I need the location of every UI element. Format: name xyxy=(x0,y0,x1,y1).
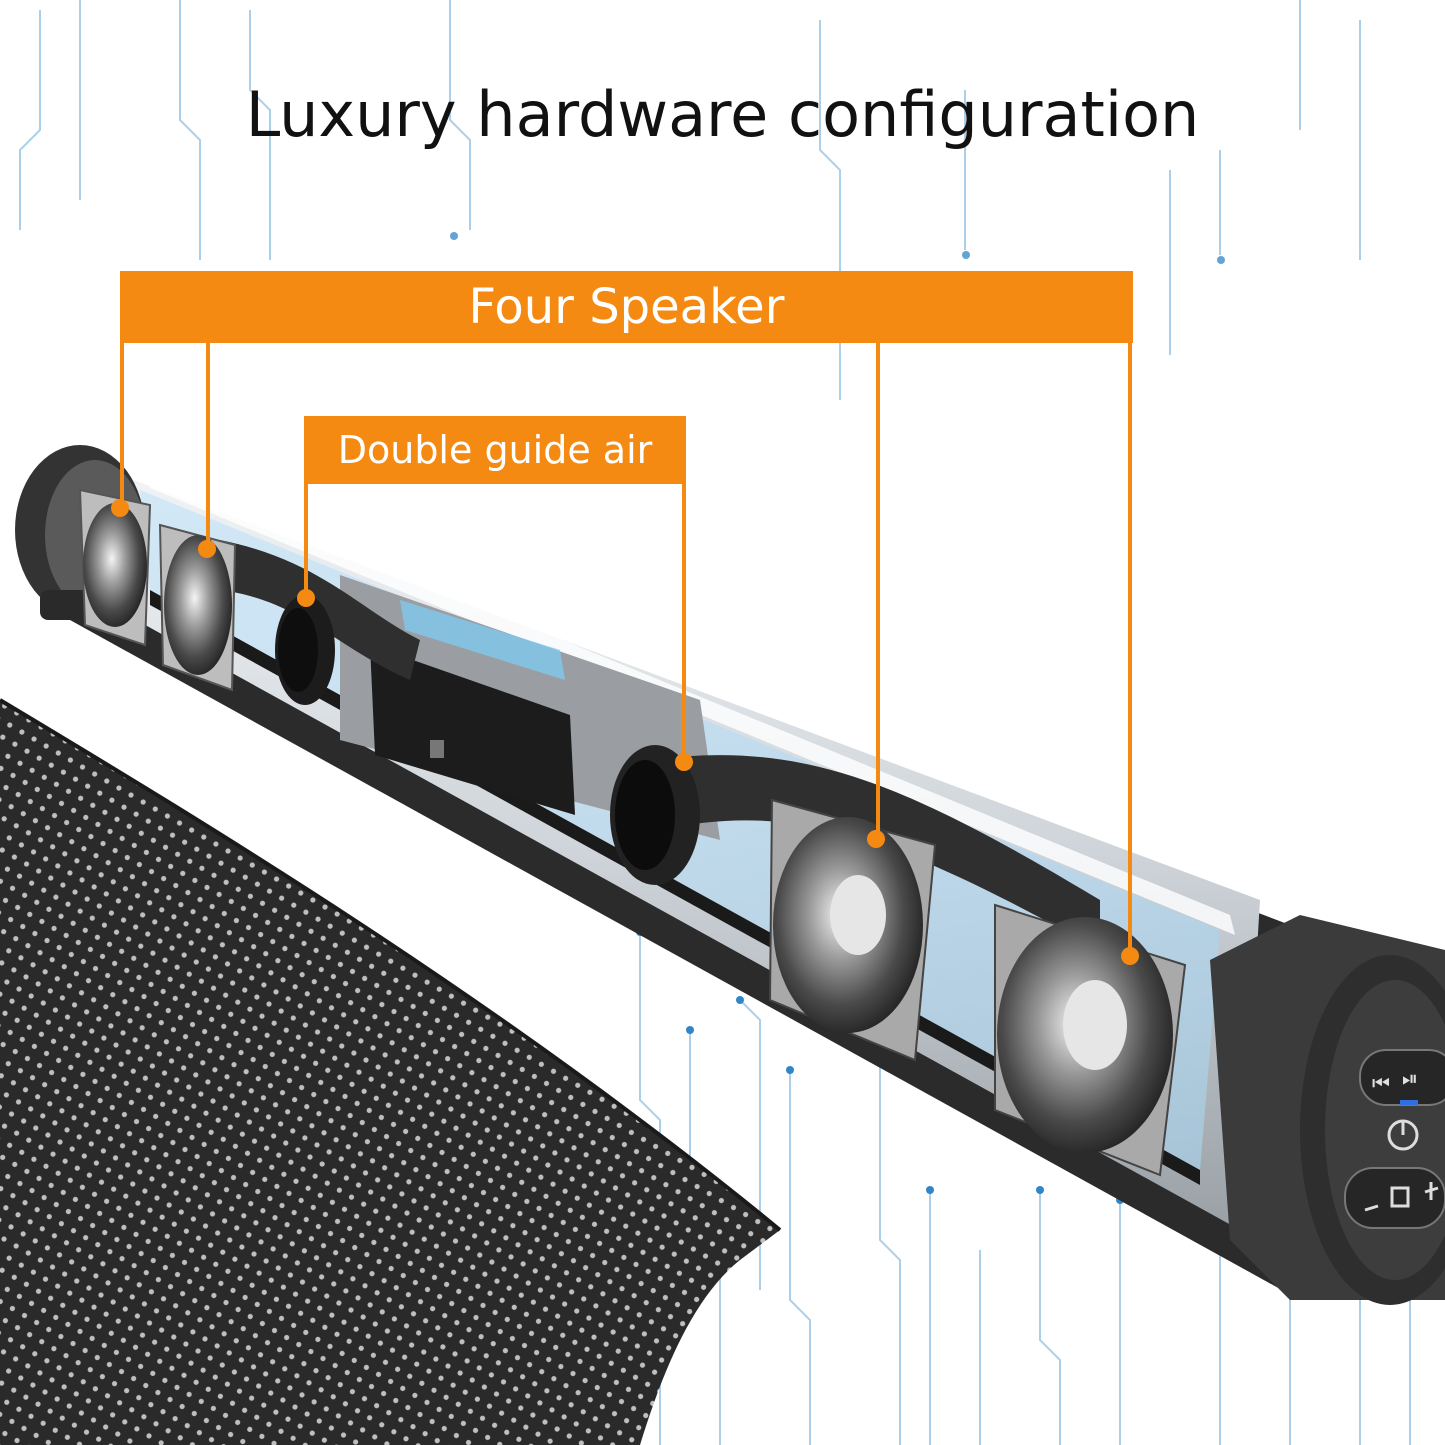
speaker-grille xyxy=(0,698,782,1445)
headline: Luxury hardware configuration xyxy=(245,78,1200,151)
control-panel: ⏮ ⏯ xyxy=(1344,1049,1445,1229)
callout-leader-lines xyxy=(120,343,1132,955)
prev-icon: ⏮ xyxy=(1372,1071,1390,1095)
volume-down-icon xyxy=(1364,1204,1379,1212)
four-speaker-label: Four Speaker xyxy=(120,271,1133,343)
right-end-cap xyxy=(1210,915,1445,1305)
status-led xyxy=(1400,1100,1418,1105)
speaker-driver-3 xyxy=(768,798,937,1062)
source-icon xyxy=(1390,1186,1410,1208)
callout-dots xyxy=(111,499,1139,965)
double-guide-air-label: Double guide air xyxy=(304,416,686,484)
bass-tube xyxy=(650,755,1100,950)
air-port-left xyxy=(275,595,335,705)
speaker-driver-1 xyxy=(78,488,152,647)
air-port-right xyxy=(610,745,700,885)
power-icon xyxy=(1387,1119,1419,1151)
volume-strip xyxy=(1344,1167,1445,1229)
play-pause-icon: ⏯ xyxy=(1402,1066,1418,1090)
speaker-driver-2 xyxy=(158,523,237,692)
speaker-driver-4 xyxy=(994,903,1187,1177)
